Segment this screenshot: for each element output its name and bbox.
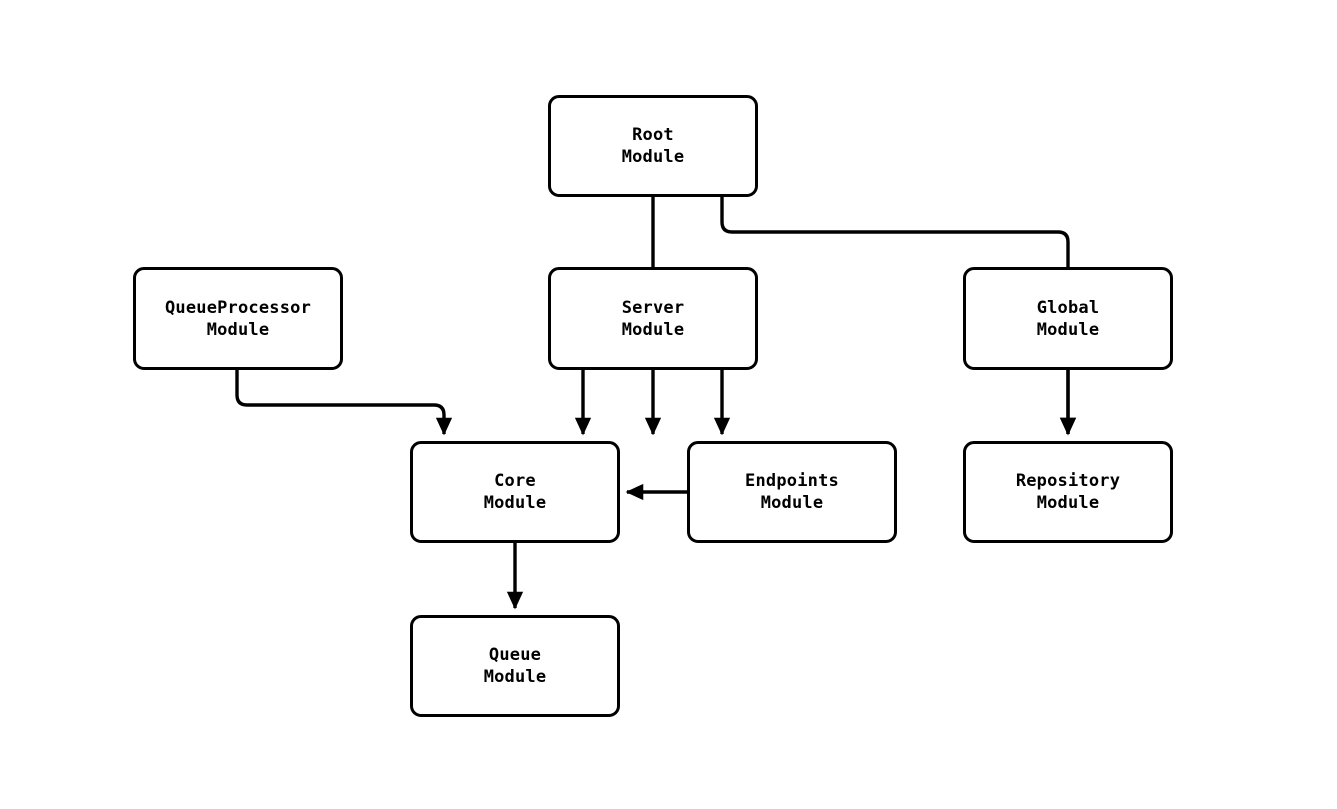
node-repository-module-line1: Repository bbox=[1015, 471, 1121, 491]
node-global-module[interactable]: Global Module bbox=[963, 267, 1173, 370]
node-root-module-line1: Root bbox=[632, 125, 674, 145]
node-repository-module[interactable]: Repository Module bbox=[963, 441, 1173, 543]
node-server-module[interactable]: Server Module bbox=[548, 267, 758, 370]
node-queue-module[interactable]: Queue Module bbox=[410, 615, 620, 717]
node-endpoints-module[interactable]: Endpoints Module bbox=[687, 441, 897, 543]
node-server-module-line2: Module bbox=[621, 319, 685, 340]
node-root-module-line2: Module bbox=[621, 147, 685, 167]
node-endpoints-module-line1: Endpoints bbox=[745, 471, 839, 491]
node-core-module[interactable]: Core Module bbox=[410, 441, 620, 543]
node-queueprocessor-module[interactable]: QueueProcessor Module bbox=[133, 267, 343, 370]
edge-queueprocessor-core bbox=[235, 370, 453, 436]
node-endpoints-module-line2: Module bbox=[760, 493, 824, 513]
node-queueprocessor-module-line2: Module bbox=[206, 319, 270, 340]
node-root-module[interactable]: Root Module bbox=[548, 95, 758, 197]
node-global-module-line1: Global bbox=[1036, 297, 1100, 318]
node-core-module-line2: Module bbox=[483, 493, 547, 513]
node-queue-module-line1: Queue bbox=[488, 645, 542, 665]
edge-root-global bbox=[720, 197, 1077, 436]
node-global-module-line2: Module bbox=[1036, 319, 1100, 340]
node-queue-module-line2: Module bbox=[483, 667, 547, 687]
node-server-module-line1: Server bbox=[621, 297, 685, 318]
node-repository-module-line2: Module bbox=[1036, 493, 1100, 513]
node-core-module-line1: Core bbox=[494, 471, 536, 491]
node-queueprocessor-module-line1: QueueProcessor bbox=[164, 297, 312, 318]
